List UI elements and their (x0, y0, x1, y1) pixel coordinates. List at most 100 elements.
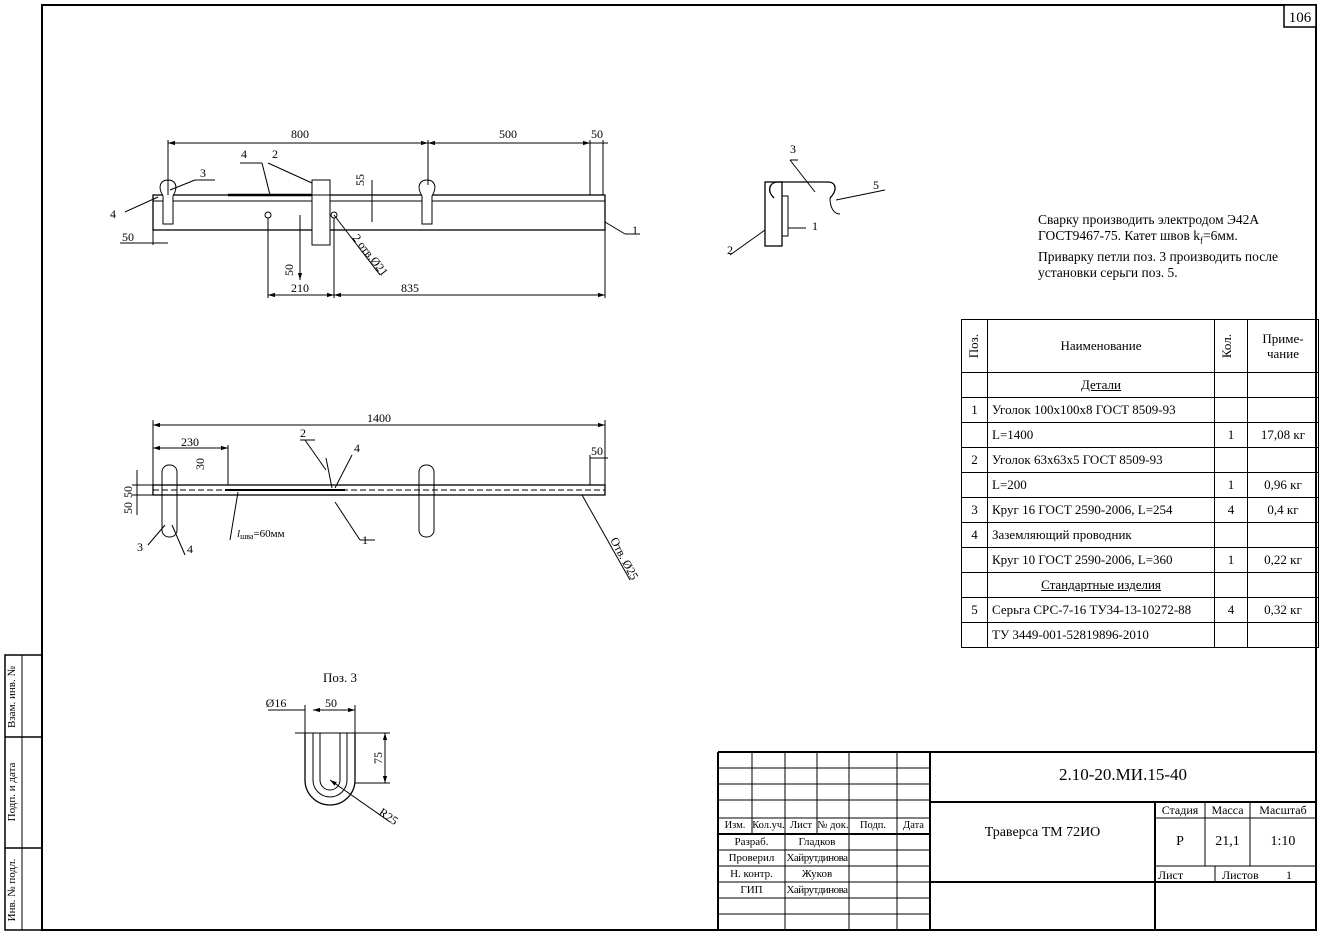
col-doc: № док. (817, 820, 849, 831)
note-line-1: Сварку производить электродом Э42А (1038, 212, 1260, 227)
spec-note: 0,4 кг (1247, 497, 1319, 523)
spec-section-row: Стандартные изделия (961, 572, 1319, 598)
spec-pos: 2 (961, 447, 988, 473)
role-chief-engineer: ГИП (740, 884, 763, 896)
stage-value: Р (1176, 834, 1184, 849)
person-chief-engineer: Хайрутдинова (786, 884, 848, 896)
plan-callout-1: 1 (362, 533, 368, 547)
plan-callout-4-top: 4 (354, 441, 360, 455)
spec-note (1247, 622, 1319, 648)
person-norm-control: Жуков (801, 868, 833, 880)
doc-title: Траверса ТМ 72ИО (984, 825, 1101, 840)
sheets-value: 1 (1286, 868, 1292, 882)
spec-qty: 1 (1214, 547, 1248, 573)
plan-view (132, 420, 631, 581)
front-view-labels: 800 500 50 55 50 50 210 835 2 отв.Ø21 1 … (110, 127, 638, 295)
front-view (120, 140, 640, 298)
spec-header-row: Поз. Наименование Кол. Приме- чание (961, 319, 1319, 373)
dim-55: 55 (353, 174, 367, 186)
col-date: Дата (903, 820, 924, 831)
header-name: Наименование (987, 319, 1215, 373)
spec-qty: 1 (1214, 422, 1248, 448)
stamp-replace-inv: Взам. инв. № (6, 666, 18, 728)
spec-qty: 4 (1214, 597, 1248, 623)
spec-note (1247, 447, 1319, 473)
end-callout-1: 1 (812, 219, 818, 233)
end-view (729, 159, 886, 256)
mass-value: 21,1 (1215, 834, 1240, 849)
spec-name: L=200 (987, 472, 1215, 498)
spec-pos: 4 (961, 522, 988, 548)
callout-2: 2 (272, 147, 278, 161)
spec-qty: 1 (1214, 472, 1248, 498)
dim-50-vert: 50 (282, 264, 296, 276)
role-developer: Разраб. (734, 836, 769, 848)
spec-pos: 5 (961, 597, 988, 623)
mass-label: Масса (1211, 803, 1244, 817)
spec-note: 0,32 кг (1247, 597, 1319, 623)
stage-label: Стадия (1161, 803, 1199, 817)
dim-800: 800 (291, 127, 309, 141)
spec-row: ТУ 3449-001-52819896-2010 (961, 622, 1319, 648)
sheet-label: Лист (1158, 868, 1184, 882)
dim-230: 230 (181, 435, 199, 449)
dim-50-right: 50 (591, 444, 603, 458)
col-izm: Изм. (724, 820, 746, 831)
technical-notes: Сварку производить электродом Э42А ГОСТ9… (1038, 212, 1313, 281)
detail-title: Поз. 3 (323, 670, 357, 685)
end-callout-2: 2 (727, 243, 733, 257)
title-block-grid (717, 751, 1316, 930)
callout-1: 1 (632, 223, 638, 237)
dim-holes-21: 2 отв.Ø21 (350, 231, 391, 279)
callout-3: 3 (200, 166, 206, 180)
col-sign: Подп. (859, 820, 887, 831)
person-checker: Хайрутдинова (786, 852, 848, 864)
dim-30: 30 (193, 458, 207, 470)
plan-callout-3: 3 (137, 540, 143, 554)
spec-qty (1214, 622, 1248, 648)
stamp-inv-original: Инв. № подл. (6, 858, 18, 921)
plan-callout-2: 2 (300, 426, 306, 440)
spec-note: 17,08 кг (1247, 422, 1319, 448)
spec-pos (961, 572, 988, 598)
spec-qty: 4 (1214, 497, 1248, 523)
spec-note: 0,22 кг (1247, 547, 1319, 573)
dim-835: 835 (401, 281, 419, 295)
spec-name: Заземляющий проводник (987, 522, 1215, 548)
dim-75: 75 (371, 752, 385, 764)
spec-pos (961, 547, 988, 573)
header-pos: Поз. (966, 333, 981, 359)
dim-50-top: 50 (591, 127, 603, 141)
end-callout-5: 5 (873, 178, 879, 192)
dim-d16: Ø16 (266, 696, 287, 710)
stamp-sign-date: Подп. и дата (6, 763, 18, 822)
end-callout-3: 3 (790, 142, 796, 156)
col-kol: Кол.уч. (752, 820, 785, 831)
header-note: Приме- чание (1247, 319, 1319, 373)
spec-note: 0,96 кг (1247, 472, 1319, 498)
col-list: Лист (790, 820, 812, 831)
spec-name: Стандартные изделия (987, 572, 1215, 598)
sheets-label: Листов (1222, 868, 1259, 882)
callout-4-left: 4 (110, 207, 116, 221)
spec-qty (1214, 447, 1248, 473)
role-checker: Проверил (728, 852, 775, 864)
callout-4-top: 4 (241, 147, 247, 161)
spec-name: Уголок 100х100х8 ГОСТ 8509-93 (987, 397, 1215, 423)
dim-hole-25: Отв. Ø25 (607, 535, 641, 582)
header-qty: Кол. (1219, 333, 1234, 359)
spec-name: Круг 16 ГОСТ 2590-2006, L=254 (987, 497, 1215, 523)
detail-pos3 (268, 705, 391, 823)
spec-name: Серьга СРС-7-16 ТУ34-13-10272-88 (987, 597, 1215, 623)
scale-label: Масштаб (1259, 803, 1307, 817)
spec-pos: 1 (961, 397, 988, 423)
spec-qty (1214, 372, 1248, 398)
dim-50-a: 50 (121, 486, 135, 498)
